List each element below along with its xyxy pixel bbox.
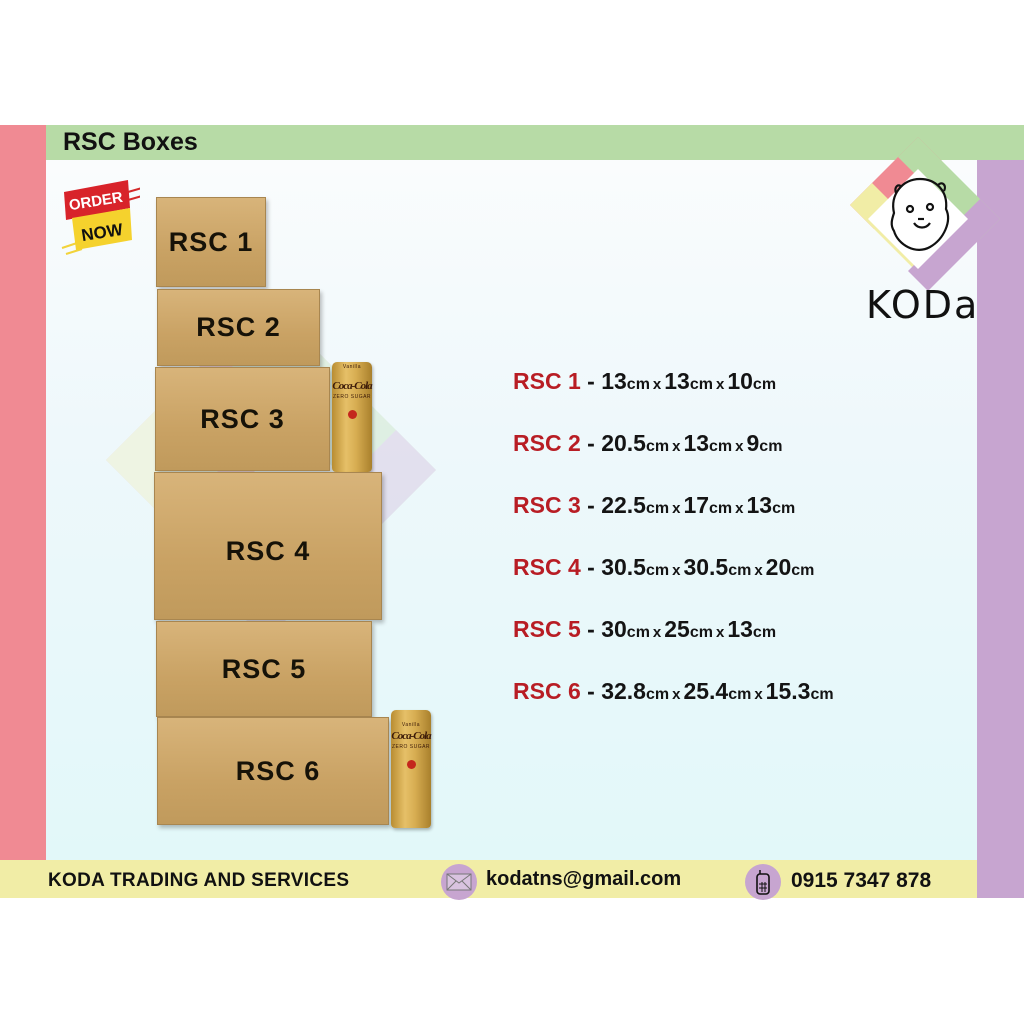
box-rsc-6: RSC 6 — [157, 717, 389, 825]
soda-can-large: Vanilla Coca-Cola ZERO SUGAR — [391, 710, 432, 828]
email-icon — [441, 864, 477, 900]
box-label: RSC 4 — [225, 535, 311, 566]
koda-logo-text: KODa — [866, 283, 980, 327]
box-rsc-3: RSC 3 — [155, 367, 330, 471]
phone-icon — [745, 864, 781, 900]
box-label: RSC 2 — [196, 312, 281, 342]
order-now-badge[interactable]: ORDER NOW — [60, 178, 140, 258]
soda-can-small: Vanilla Coca-Cola ZERO SUGAR — [332, 362, 373, 472]
box-label: RSC 6 — [235, 755, 321, 786]
left-color-band — [0, 125, 46, 860]
page-title: RSC Boxes — [63, 128, 198, 156]
bear-head-icon — [890, 177, 950, 251]
box-rsc-1: RSC 1 — [156, 197, 266, 287]
header-bar — [46, 125, 1024, 160]
box-rsc-4: RSC 4 — [154, 472, 382, 620]
footer-email-link[interactable]: kodatns@gmail.com — [486, 868, 682, 890]
box-label: RSC 1 — [168, 226, 254, 257]
koda-logo-icon — [850, 137, 1000, 291]
footer-phone-link[interactable]: 0915 7347 878 — [791, 869, 932, 892]
right-color-band — [977, 160, 1024, 898]
box-rsc-2: RSC 2 — [157, 289, 320, 366]
box-label: RSC 3 — [200, 403, 285, 434]
footer-bar — [0, 860, 977, 898]
box-label: RSC 5 — [221, 653, 307, 684]
footer-company-name: KODA TRADING AND SERVICES — [48, 870, 350, 891]
box-rsc-5: RSC 5 — [156, 621, 372, 717]
